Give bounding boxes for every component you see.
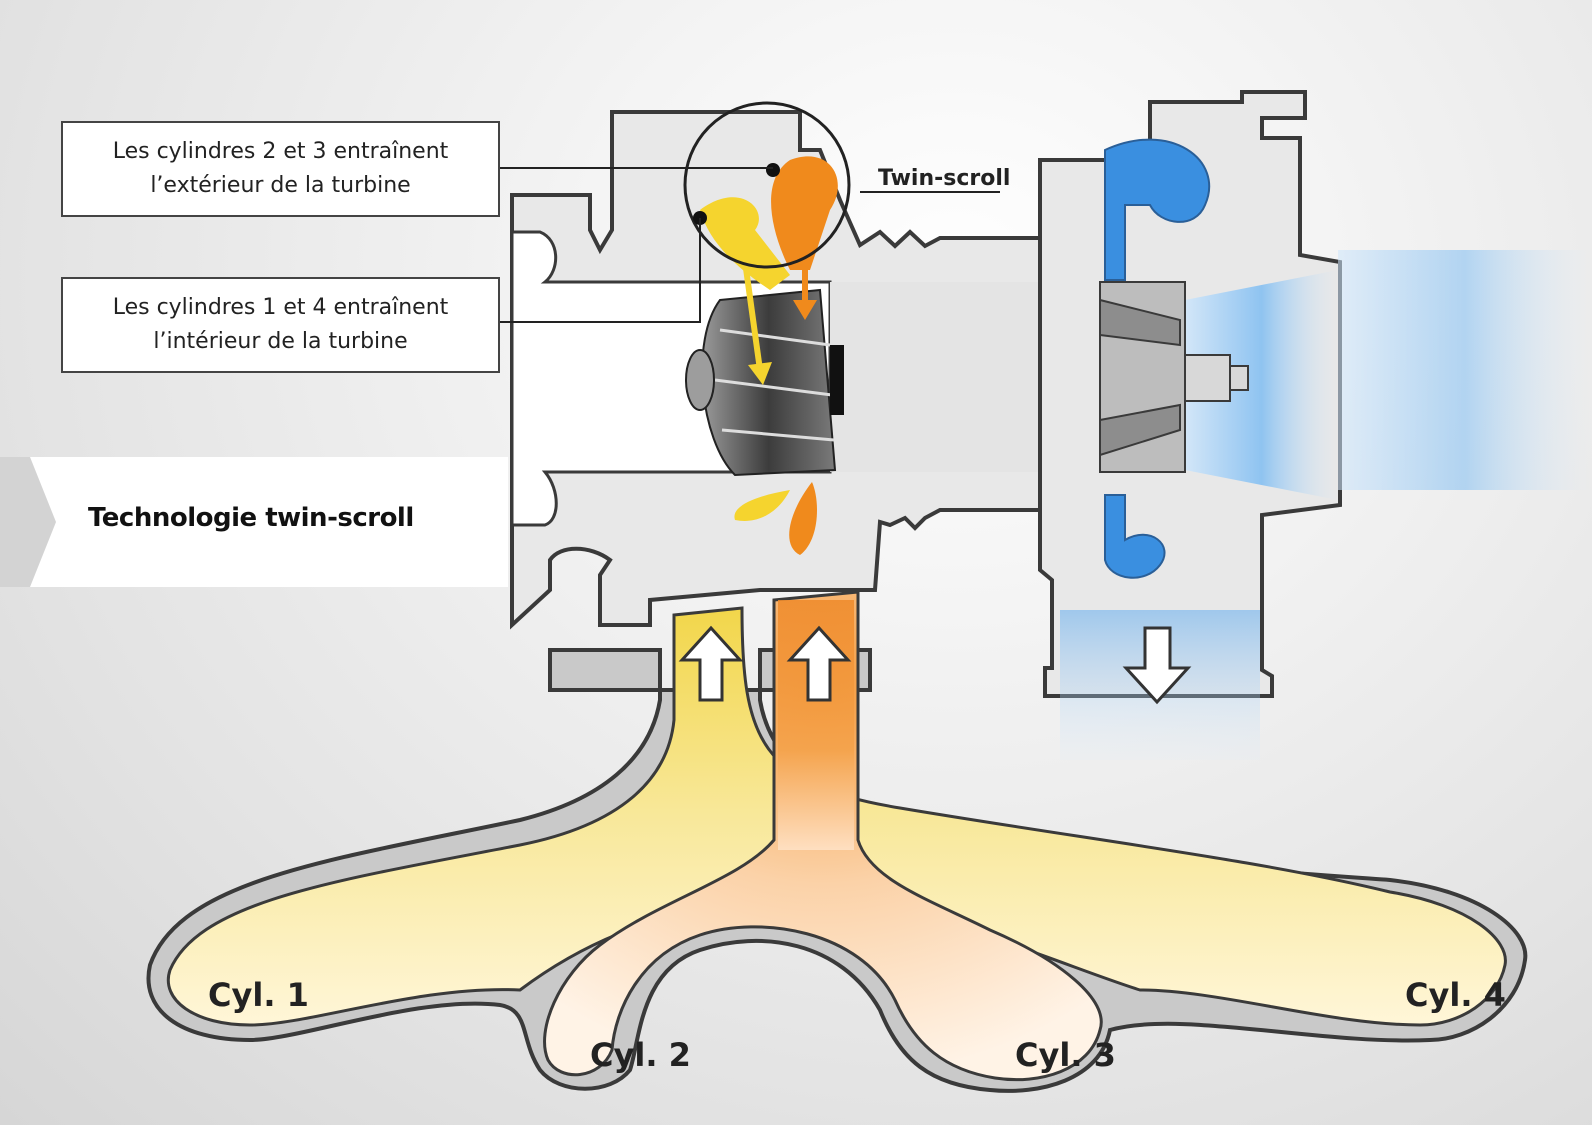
twin-scroll-label: Twin-scroll: [878, 166, 1010, 191]
cyl-1-label: Cyl. 1: [208, 976, 309, 1014]
callout-dot-outer: [766, 163, 780, 177]
cyl-3-label: Cyl. 3: [1015, 1036, 1116, 1074]
cyl-4-label: Cyl. 4: [1405, 976, 1506, 1014]
title-banner: Technologie twin-scroll: [0, 457, 508, 587]
callout-outer-turbine: Les cylindres 2 et 3 entraînent l’extéri…: [61, 121, 500, 217]
outer-scroll-orange-exit: [789, 482, 817, 555]
inner-scroll-yellow-exit: [734, 490, 790, 521]
callout-inner-turbine: Les cylindres 1 et 4 entraînent l’intéri…: [61, 277, 500, 373]
leader-line-inner: [500, 218, 701, 323]
chevron-icon: [0, 457, 56, 587]
compressor-housing: [1038, 90, 1592, 760]
compressor-volute-bottom: [1104, 494, 1166, 579]
arrow-up-icon: [678, 625, 744, 702]
arrow-up-icon: [786, 625, 852, 702]
cyl-2-label: Cyl. 2: [590, 1036, 691, 1074]
compressor-volute-top: [1104, 138, 1211, 281]
banner-title: Technologie twin-scroll: [88, 503, 414, 533]
exhaust-manifold: [146, 590, 1528, 1093]
magnifier-circle-icon: [683, 101, 851, 269]
compressor-wheel-icon: [1099, 281, 1249, 473]
turbine-wheel-icon: [685, 288, 844, 477]
arrow-down-icon: [1122, 626, 1192, 705]
scroll-flows: [700, 156, 838, 555]
